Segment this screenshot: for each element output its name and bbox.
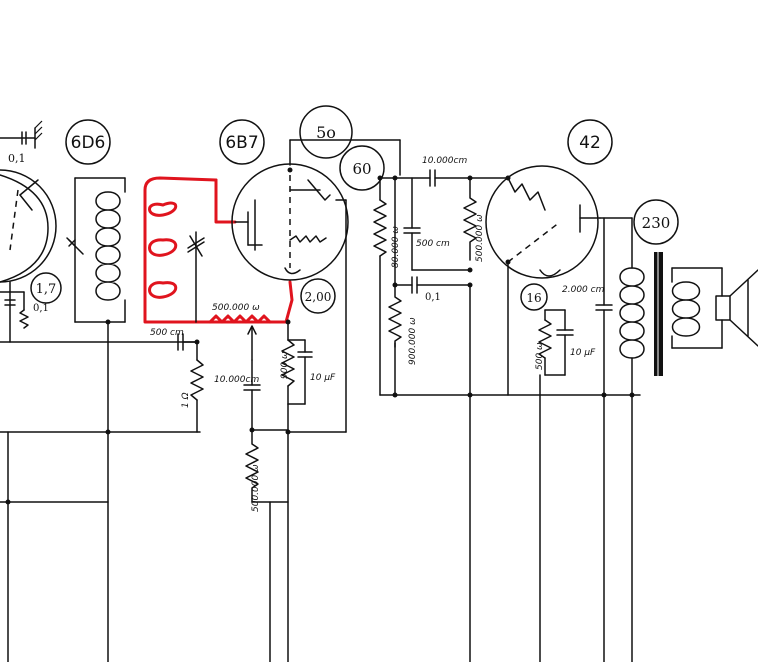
- resistor-value-label: 500.000 ω: [212, 303, 260, 313]
- voltage-label-230: 230: [642, 214, 671, 232]
- resistor-500k-right: [463, 177, 477, 261]
- capacitor-value-label: 0,1: [33, 303, 49, 314]
- tube-42-envelope: [485, 165, 599, 279]
- voltage-circle: [299, 105, 353, 159]
- capacitor-value-label: 2.000 cm: [562, 285, 605, 295]
- voltage-label-50: 5o: [316, 123, 336, 142]
- trimmer-capacitor: [187, 231, 205, 323]
- capacitor-value-label: 0,1: [8, 152, 26, 165]
- resistor-900-ohm: [281, 339, 295, 387]
- resistor-value-label: 80.000 ω: [391, 226, 401, 268]
- voltage-circle: [30, 272, 62, 304]
- voltage-label-60: 60: [352, 160, 371, 178]
- resistor-1-ohm: [190, 359, 204, 401]
- voltage-label-1-7: 1,7: [36, 282, 57, 297]
- voltage-circle: [633, 199, 679, 245]
- voltage-label-2-00: 2,00: [305, 290, 332, 304]
- tube-6d6-section: 0,1 6D6 1,7 0,1: [0, 119, 201, 662]
- tube-label-circle: [219, 119, 265, 165]
- resistor-value-label: 500 ω: [535, 342, 545, 370]
- resistor-value-label: 500.000 ω: [475, 214, 485, 262]
- tube-6b7-section: 6B7 5o 60 2,00: [219, 105, 401, 435]
- tube-6d6-envelope: [0, 174, 49, 283]
- resistor-value-label: 1 Ω: [181, 392, 191, 408]
- voltage-circle: [339, 145, 385, 191]
- resistor-value-label: 900 ω: [280, 351, 290, 379]
- capacitor-value-label: 10 μF: [310, 373, 336, 383]
- resistor-value-label: 500.000 ω: [251, 464, 261, 512]
- voltage-circle: [300, 278, 336, 314]
- resistor-80k: [373, 199, 387, 257]
- capacitor-value-label: 500 cm: [416, 239, 450, 249]
- capacitor-value-label: 10.000cm: [422, 156, 467, 166]
- tube-label-6b7: 6B7: [225, 133, 258, 153]
- tube-label-circle: [65, 119, 111, 165]
- capacitor-value-label: 10.000cm: [214, 375, 259, 385]
- resistor-900k: [388, 284, 402, 348]
- tube-42-section: 42 16 500 ω 10 μF 2.000 cm: [485, 119, 758, 662]
- resistor-500k-lower: [245, 431, 259, 499]
- tube-label-42: 42: [579, 133, 601, 153]
- capacitor-value-label: 0,1: [425, 292, 441, 303]
- speaker-icon: [715, 269, 758, 347]
- capacitor-value-label: 500 cm: [150, 328, 184, 338]
- resistor-500-ohm: [538, 319, 552, 359]
- highlighted-if-coil: [143, 176, 294, 324]
- voltage-label-16: 16: [526, 291, 541, 305]
- if-transformer-coil: [95, 177, 126, 301]
- resistor-value-label: 900.000 ω: [408, 317, 418, 365]
- coupling-network: 10.000cm 80.000 ω 500 cm 500.000 ω 0,1 9…: [373, 139, 641, 662]
- tube-label-6d6: 6D6: [71, 133, 106, 153]
- output-transformer: [619, 252, 723, 376]
- capacitor-value-label: 10 μF: [570, 348, 596, 358]
- voltage-circle: [520, 283, 548, 311]
- tube-label-circle: [567, 119, 613, 165]
